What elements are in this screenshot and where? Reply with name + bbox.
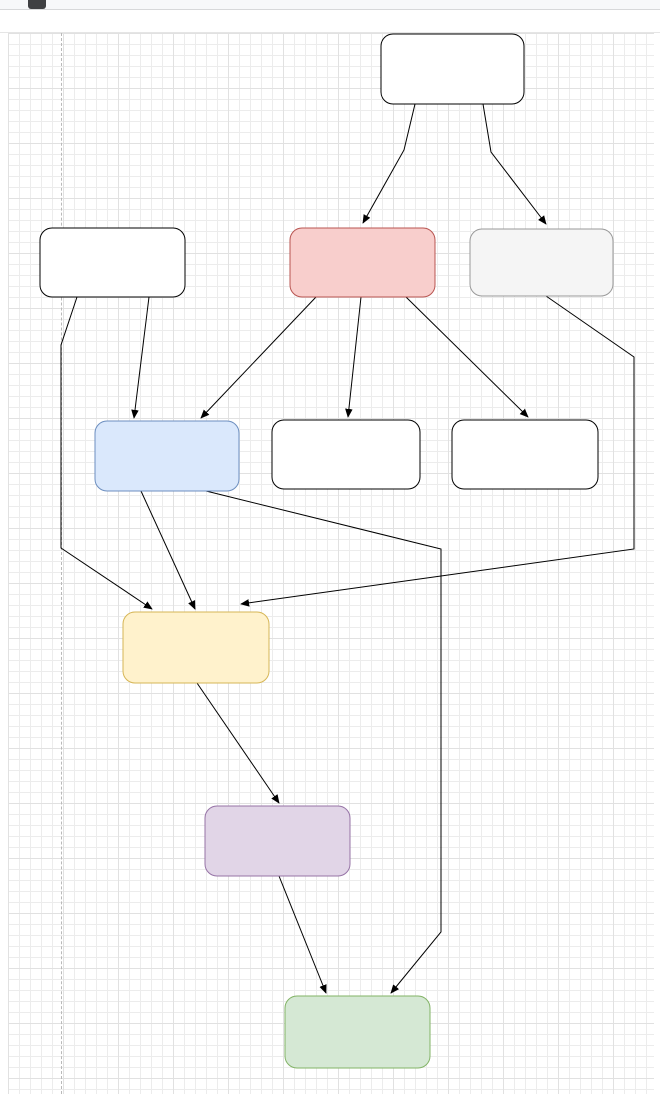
diagram-node-top[interactable] <box>380 33 525 105</box>
diagram-edge-red-mid[interactable] <box>345 296 362 418</box>
toolbar-menu-fragment[interactable] <box>28 0 46 9</box>
diagram-edge-red-right[interactable] <box>405 296 529 418</box>
diagram-edge-yellow-purple[interactable] <box>196 682 280 804</box>
diagram-edge-purple-green[interactable] <box>278 875 327 994</box>
diagram-edge-red-blue[interactable] <box>200 296 317 419</box>
diagram-node-red[interactable] <box>289 227 436 298</box>
diagram-edge-gray-yellow[interactable] <box>240 295 635 607</box>
secondary-toolbar <box>0 10 660 33</box>
diagram-node-gray[interactable] <box>469 228 614 297</box>
diagram-node-mid[interactable] <box>271 419 421 490</box>
page-guide-vertical <box>61 33 62 1094</box>
diagram-edge-top-gray[interactable] <box>482 103 547 225</box>
diagram-node-green[interactable] <box>284 995 431 1069</box>
canvas-grid <box>8 33 654 1094</box>
nodes-layer <box>39 33 614 1069</box>
diagram-edge-left-yellow[interactable] <box>60 296 153 610</box>
edges-layer <box>60 103 635 994</box>
app-toolbar <box>0 0 660 10</box>
diagram-edge-blue-green[interactable] <box>205 490 442 994</box>
diagram-node-yellow[interactable] <box>122 611 270 684</box>
diagram-node-purple[interactable] <box>204 805 351 877</box>
diagram-node-right[interactable] <box>451 419 599 490</box>
diagram-edge-blue-yellow[interactable] <box>140 490 196 610</box>
diagram-edge-top-red[interactable] <box>362 103 416 224</box>
diagram-edge-left-blue[interactable] <box>131 296 150 419</box>
diagram-node-blue[interactable] <box>94 420 240 492</box>
diagram-node-left[interactable] <box>39 227 186 298</box>
